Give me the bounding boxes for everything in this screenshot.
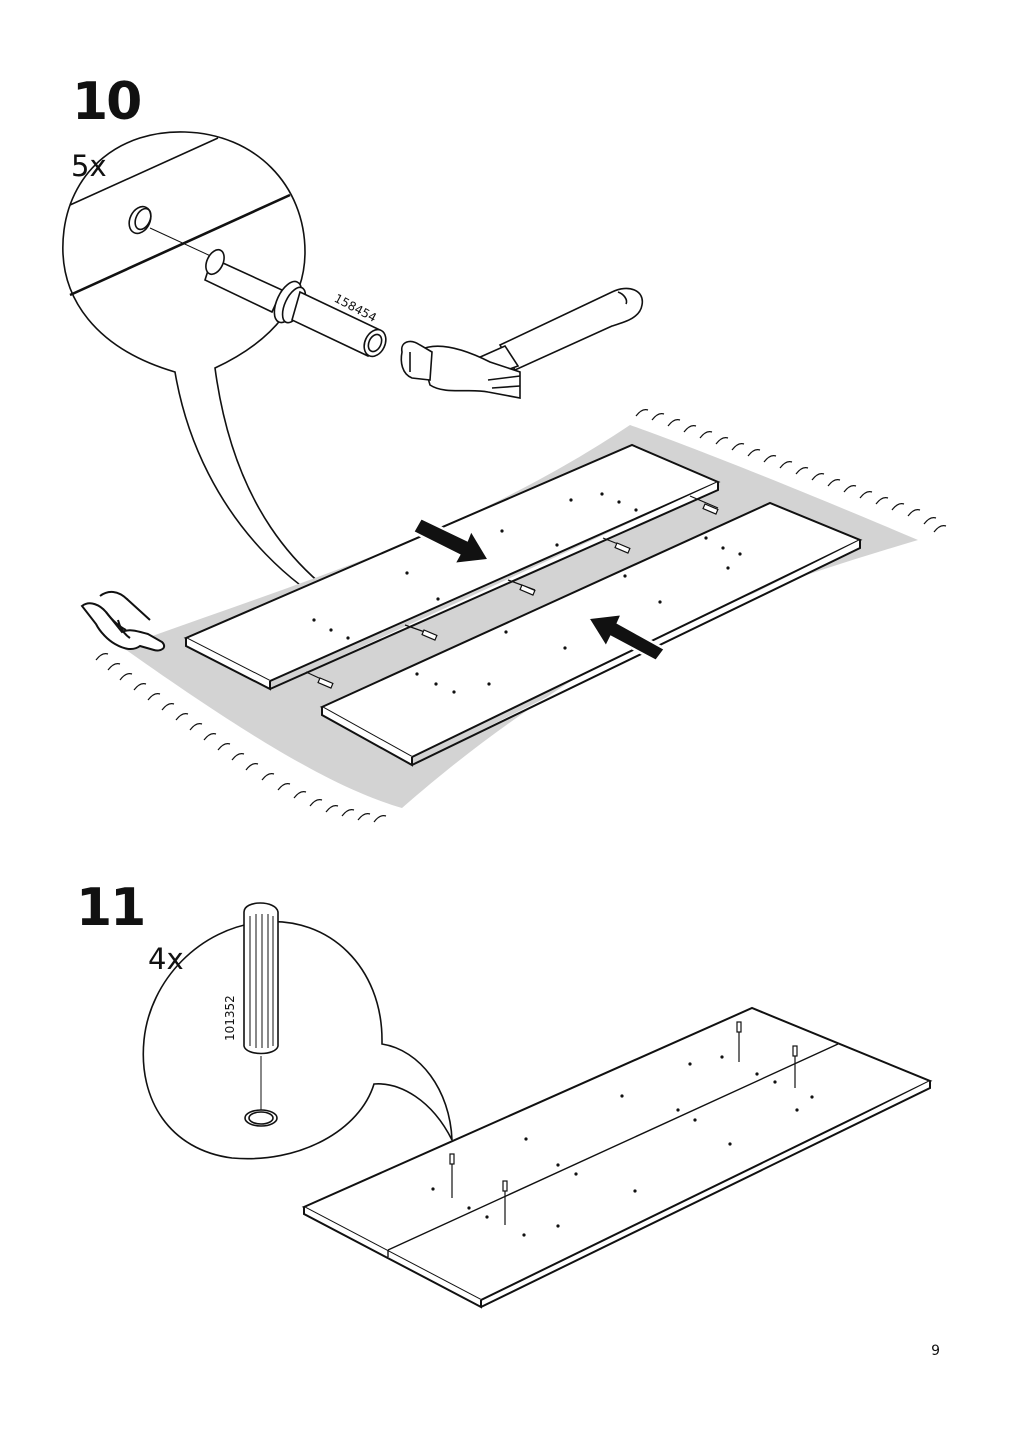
- step-10-dowel-pin: [204, 248, 387, 358]
- step-10-board-bottom: [319, 501, 863, 767]
- step-10-board-holes: [312, 492, 742, 694]
- step-10-number: 10: [72, 72, 142, 132]
- pointing-hand-icon: [80, 590, 166, 652]
- step-11-inserted-dowels: [449, 1021, 798, 1225]
- step-10-quantity: 5x: [71, 149, 107, 183]
- step-11-quantity: 4x: [148, 942, 184, 976]
- push-arrow-icon: [411, 516, 492, 566]
- step-11-panel: [301, 1006, 933, 1309]
- page-number: 9: [931, 1343, 940, 1359]
- step-11-part-number: 101352: [223, 995, 237, 1041]
- step-10-inserted-dowels: [305, 495, 719, 689]
- step-11-number: 11: [76, 878, 146, 938]
- step-11-panel-holes: [431, 1055, 814, 1237]
- push-arrow-icon: [585, 612, 667, 663]
- hammer-icon: [400, 287, 644, 399]
- step-11-detail-callout: [142, 902, 453, 1160]
- step-10-board-top: [183, 443, 721, 691]
